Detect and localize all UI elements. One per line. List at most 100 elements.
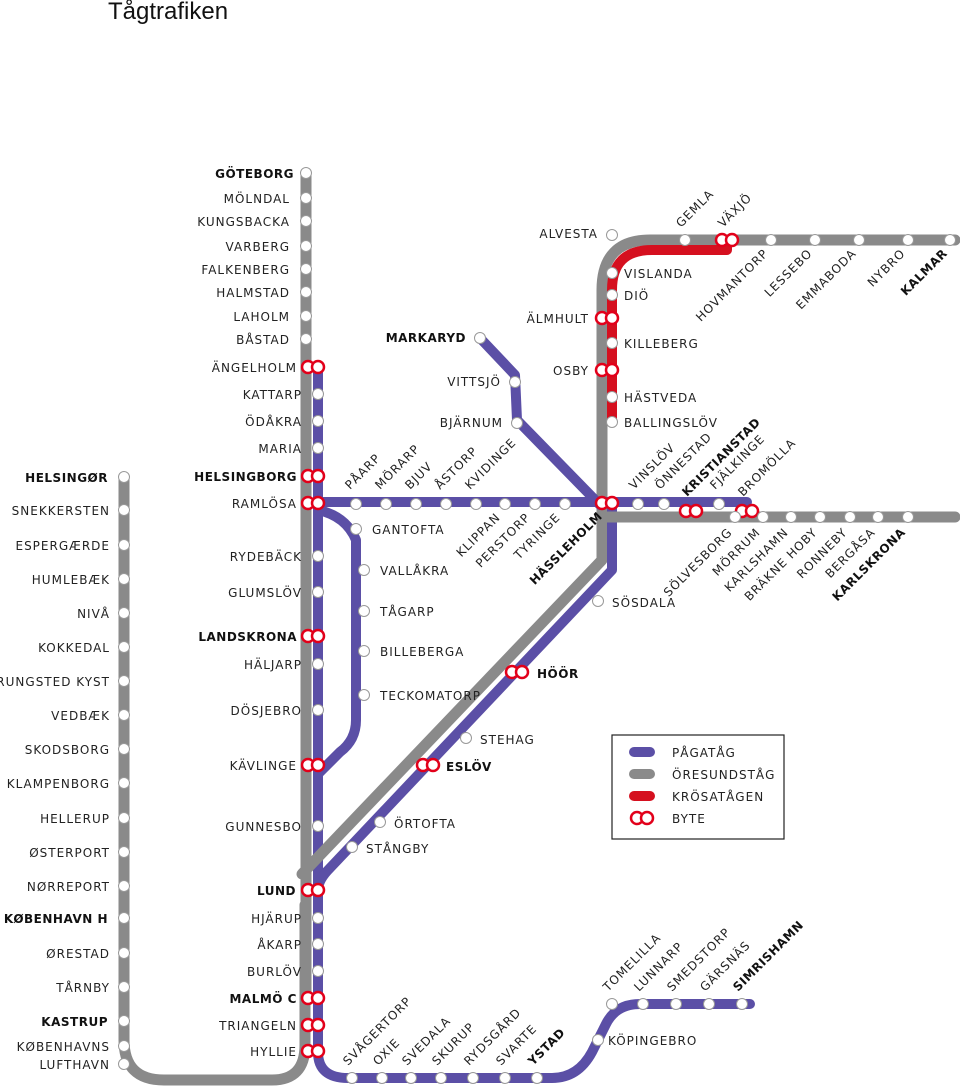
- label-maria: MARIA: [258, 442, 302, 456]
- station-kungsbacka: [300, 215, 312, 227]
- station-triangeln: [300, 1017, 326, 1033]
- station-vittsjö: [509, 376, 521, 388]
- station-kattarp: [312, 388, 324, 400]
- label-landskrona: LANDSKRONA: [198, 630, 297, 644]
- station-sölvesborg: [729, 511, 741, 523]
- station-varberg: [300, 240, 312, 252]
- label-nivå: NIVÅ: [77, 606, 110, 621]
- label-ørestad: ØRESTAD: [46, 947, 110, 961]
- label-rungsted-kyst: RUNGSTED KYST: [0, 675, 110, 689]
- station-klippan: [499, 498, 511, 510]
- label-kastrup: KASTRUP: [41, 1015, 108, 1029]
- station-osby: [594, 362, 620, 378]
- station-labels: HELSINGØRSNEKKERSTENESPERGÆRDEHUMLEBÆKNI…: [0, 166, 950, 1072]
- station-kastrup: [118, 1015, 130, 1027]
- label-växjö: VÄXJÖ: [714, 189, 755, 230]
- station-kokkedal: [118, 641, 130, 653]
- label-østerport: ØSTERPORT: [29, 846, 110, 860]
- label-markaryd: MARKARYD: [386, 331, 466, 345]
- label-laholm: LAHOLM: [233, 310, 290, 324]
- station-lund: [300, 882, 326, 898]
- station-bräkne-hoby: [814, 511, 826, 523]
- label-killeberg: KILLEBERG: [624, 337, 699, 351]
- station-bjuv: [410, 498, 422, 510]
- label-tågarp: TÅGARP: [379, 604, 435, 619]
- station-nybro: [902, 234, 914, 246]
- label-teckomatorp: TECKOMATORP: [379, 689, 481, 703]
- label-mölndal: MÖLNDAL: [224, 190, 290, 206]
- label-ramlösa: RAMLÖSA: [232, 495, 297, 511]
- route-sodra-stambanan-oresundstag: [296, 234, 960, 880]
- label-kvidinge: KVIDINGE: [462, 435, 519, 492]
- legend-byte-symbol: [629, 810, 655, 826]
- label-hovmantorp: HOVMANTORP: [693, 246, 771, 324]
- station-diö: [606, 289, 618, 301]
- station-kvidinge: [470, 498, 482, 510]
- label-vittsjö: VITTSJÖ: [447, 373, 501, 389]
- station-glumslöv: [312, 586, 324, 598]
- label-rydebäck: RYDEBÄCK: [230, 549, 302, 564]
- label-nørreport: NØRREPORT: [27, 880, 110, 894]
- station-hästveda: [606, 391, 618, 403]
- label-kokkedal: KOKKEDAL: [38, 641, 110, 655]
- station-vallåkra: [358, 564, 370, 576]
- station-vislanda: [606, 267, 618, 279]
- label-burlöv: BURLÖV: [247, 963, 302, 979]
- station-ängelholm: [300, 359, 326, 375]
- label-helsingør: HELSINGØR: [25, 471, 108, 485]
- label-höör: HÖÖR: [537, 666, 579, 681]
- station-kävlinge: [300, 757, 326, 773]
- label-ballingslöv: BALLINGSLÖV: [624, 414, 718, 430]
- route-teckomatorp: [313, 505, 361, 779]
- label-osby: OSBY: [553, 364, 589, 378]
- route-krosatagen: [607, 235, 732, 425]
- station-vedbæk: [118, 709, 130, 721]
- station-kalmar: [944, 234, 956, 246]
- station-halmstad: [300, 286, 312, 298]
- station-markaryd: [474, 332, 486, 344]
- station-åstorp: [440, 498, 452, 510]
- label-häljarp: HÄLJARP: [244, 657, 302, 672]
- station-gantofta: [350, 523, 362, 535]
- station-lunnarp: [637, 998, 649, 1010]
- station-killeberg: [606, 337, 618, 349]
- station-bergåsa: [872, 511, 884, 523]
- station-ørestad: [118, 947, 130, 959]
- station-rydebäck: [312, 550, 324, 562]
- label-eslöv: ESLÖV: [446, 759, 492, 774]
- station-mölndal: [300, 192, 312, 204]
- station-snekkersten: [118, 504, 130, 516]
- label-kungsbacka: KUNGSBACKA: [197, 215, 290, 229]
- station-hässleholm: [594, 495, 620, 511]
- label-vallåkra: VALLÅKRA: [380, 563, 449, 578]
- label-diö: DIÖ: [624, 287, 649, 303]
- station-åkarp: [312, 938, 324, 950]
- label-billeberga: BILLEBERGA: [380, 645, 464, 659]
- label-københavn-h: KØBENHAVN H: [4, 912, 108, 926]
- label-hjärup: HJÄRUP: [251, 911, 302, 926]
- label-åkarp: ÅKARP: [257, 937, 302, 952]
- station-helsingborg: [300, 468, 326, 484]
- station-vinslöv: [632, 498, 644, 510]
- label-humlebæk: HUMLEBÆK: [32, 573, 110, 587]
- station-tomelilla: [606, 998, 618, 1010]
- station-landskrona: [300, 628, 326, 644]
- legend-label-krösatågen: KRÖSATÅGEN: [672, 788, 764, 804]
- label-kävlinge: KÄVLINGE: [230, 758, 297, 773]
- label-vislanda: VISLANDA: [624, 267, 693, 281]
- route-denmark: [118, 471, 311, 1086]
- label-göteborg: GÖTEBORG: [215, 166, 294, 181]
- station-önnestad: [658, 498, 670, 510]
- station-helsingør: [118, 471, 130, 483]
- station-växjö: [714, 232, 740, 248]
- station-gärsnäs: [703, 998, 715, 1010]
- station-skurup: [435, 1072, 447, 1084]
- station-tyringe: [559, 498, 571, 510]
- station-gunnesbo: [312, 820, 324, 832]
- label-københavns: KØBENHAVNS: [17, 1040, 110, 1054]
- station-lufthavn: [118, 1058, 130, 1070]
- station-svågertorp: [346, 1072, 358, 1084]
- station-hellerup: [118, 812, 130, 824]
